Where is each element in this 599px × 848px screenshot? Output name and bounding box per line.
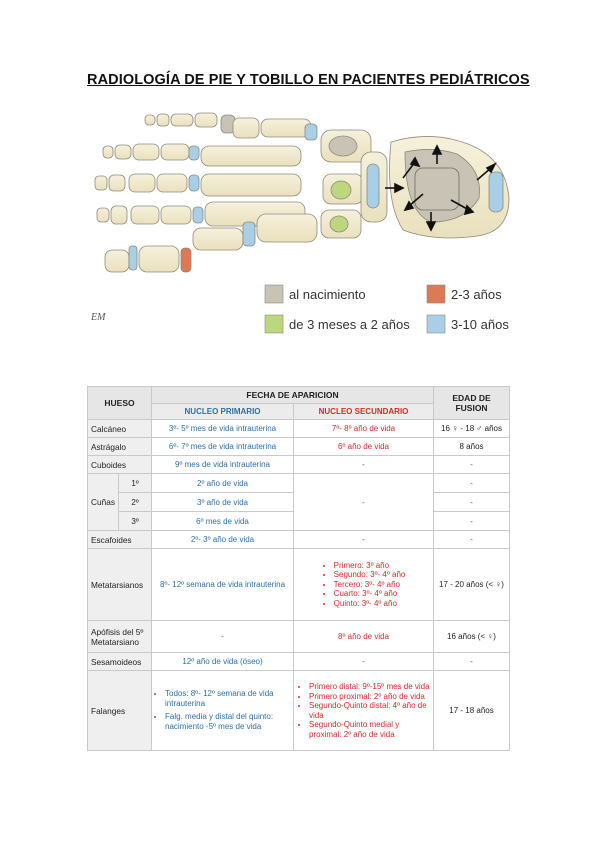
fus-cell: - — [433, 455, 511, 474]
table-row: Sesamoideos 12º año de vida (óseo) - - — [86, 652, 511, 671]
growth-arrows — [385, 144, 497, 232]
prim-cell: 6º- 7º mes de vida intrauterina — [151, 437, 295, 456]
header-secundario: NUCLEO SECUNDARIO — [293, 403, 435, 420]
bone-sesamoideos: Sesamoideos — [86, 652, 153, 671]
list-item: Primero proximal: 2º año de vida — [309, 692, 430, 702]
legend-item-2-3-anos: 2-3 años — [426, 284, 502, 304]
fus-cell: 17 - 18 años — [433, 670, 511, 751]
table-row: Metatarsianos 8º- 12º semana de vida int… — [86, 548, 511, 621]
falanges-sec-list: Primero distal: 9º-15º mes de vida Prime… — [297, 682, 430, 739]
list-item: Quinto: 3º- 4º año — [334, 599, 406, 609]
bone-cunas: Cuñas — [87, 473, 119, 531]
foot-ossification-diagram: al nacimiento 2-3 años de 3 meses a 2 añ… — [90, 112, 510, 334]
bone-escafoides: Escafoides — [86, 530, 153, 549]
prim-cell: 2º año de vida — [151, 473, 295, 493]
bone-apofisis: Apófisis del 5º Metatarsiano — [86, 620, 153, 653]
sec-cell: - — [293, 455, 435, 474]
header-fecha: FECHA DE APARICION — [151, 386, 435, 404]
cuna-number: 3º — [117, 511, 153, 531]
fus-cell: - — [433, 652, 511, 671]
svg-text:3-10 años: 3-10 años — [451, 317, 509, 332]
list-item: Segundo-Quinto medial y proximal: 2º año… — [309, 720, 430, 739]
list-item: Primero distal: 9º-15º mes de vida — [309, 682, 430, 692]
fus-cell: 16 años (< ♀) — [433, 620, 511, 653]
fus-cell: - — [433, 511, 511, 531]
sec-cell: - — [293, 652, 435, 671]
fus-cell: - — [433, 530, 511, 549]
table-row: Cuboides 9º mes de vida intrauterina - - — [86, 455, 511, 474]
table-row: Apófisis del 5º Metatarsiano - 8º año de… — [86, 620, 511, 653]
bone-metatarsianos: Metatarsianos — [86, 548, 153, 621]
table-row: Calcáneo 3º- 5º mes de vida intrauterina… — [86, 419, 511, 438]
legend-item-al-nacimiento: al nacimiento — [264, 284, 366, 304]
header-primario: NUCLEO PRIMARIO — [151, 403, 295, 420]
svg-text:de 3 meses a 2 años: de 3 meses a 2 años — [289, 317, 410, 332]
tarsal-bones — [320, 129, 510, 239]
fus-cell: - — [433, 492, 511, 512]
prim-cell: 3º año de vida — [151, 492, 295, 512]
header-hueso: HUESO — [86, 386, 153, 420]
prim-cell: 9º mes de vida intrauterina — [151, 455, 295, 474]
fus-cell: 8 años — [433, 437, 511, 456]
sec-cell: 7º- 8º año de vida — [293, 419, 435, 438]
prim-cell: 12º año de vida (óseo) — [151, 652, 295, 671]
list-item: Segundo: 3º- 4º año — [334, 570, 406, 580]
fus-cell: - — [433, 473, 511, 493]
header-edad: EDAD DE FUSION — [433, 386, 511, 420]
table-row: Escafoides 2º- 3º año de vida - - — [86, 530, 511, 549]
page-title: RADIOLOGÍA DE PIE Y TOBILLO EN PACIENTES… — [87, 72, 530, 88]
bone-astragalo: Astrágalo — [86, 437, 153, 456]
cuna-number: 1º — [117, 473, 153, 493]
list-item: Tercero: 3º- 4º año — [334, 580, 406, 590]
table-row: 3º 6º mes de vida - — [88, 511, 511, 531]
table-row: Cuñas 1º 2º año de vida - - — [87, 473, 511, 531]
falanges-prim-list: Todos: 8º- 12º semana de vida intrauteri… — [155, 689, 290, 732]
list-item: Cuarto: 3º- 4º año — [334, 589, 406, 599]
sec-cell: - — [293, 473, 435, 531]
ossification-table: HUESO FECHA DE APARICION EDAD DE FUSION … — [86, 386, 511, 751]
table-row: Falanges Todos: 8º- 12º semana de vida i… — [86, 670, 511, 751]
prim-cell: 8º- 12º semana de vida intrauterina — [151, 548, 295, 621]
fus-cell: 16 ♀ - 18 ♂ años — [433, 419, 511, 438]
legend: al nacimiento 2-3 años de 3 meses a 2 añ… — [264, 284, 509, 334]
bone-cuboides: Cuboides — [86, 455, 153, 474]
legend-item-3-10-anos: 3-10 años — [426, 314, 509, 334]
sec-cell: 6º año de vida — [293, 437, 435, 456]
sec-cell: 8º año de vida — [293, 620, 435, 653]
toe-bones — [94, 112, 318, 273]
prim-cell: - — [151, 620, 295, 653]
prim-cell: 3º- 5º mes de vida intrauterina — [151, 419, 295, 438]
sec-cell: Primero: 3º año Segundo: 3º- 4º año Terc… — [293, 548, 435, 621]
sec-cell: Primero distal: 9º-15º mes de vida Prime… — [293, 670, 435, 751]
svg-text:al nacimiento: al nacimiento — [289, 287, 366, 302]
bone-falanges: Falanges — [86, 670, 153, 751]
fus-cell: 17 - 20 años (< ♀) — [433, 548, 511, 621]
metatarsianos-sec-list: Primero: 3º año Segundo: 3º- 4º año Terc… — [322, 561, 406, 609]
cuna-number: 2º — [117, 492, 153, 512]
list-item: Segundo-Quinto distal: 4º año de vida — [309, 701, 430, 720]
bone-calcaneo: Calcáneo — [86, 419, 153, 438]
svg-text:2-3 años: 2-3 años — [451, 287, 502, 302]
prim-cell: Todos: 8º- 12º semana de vida intrauteri… — [151, 670, 295, 751]
sec-cell: - — [293, 530, 435, 549]
legend-item-3-meses-2-anos: de 3 meses a 2 años — [264, 314, 410, 334]
prim-cell: 2º- 3º año de vida — [151, 530, 295, 549]
signature-mark: EM — [90, 312, 106, 323]
list-item: Primero: 3º año — [334, 561, 406, 571]
list-item: Falg. media y distal del quinto: nacimie… — [165, 712, 290, 732]
prim-cell: 6º mes de vida — [151, 511, 295, 531]
list-item: Todos: 8º- 12º semana de vida intrauteri… — [165, 689, 290, 709]
table-row: Astrágalo 6º- 7º mes de vida intrauterin… — [86, 437, 511, 456]
